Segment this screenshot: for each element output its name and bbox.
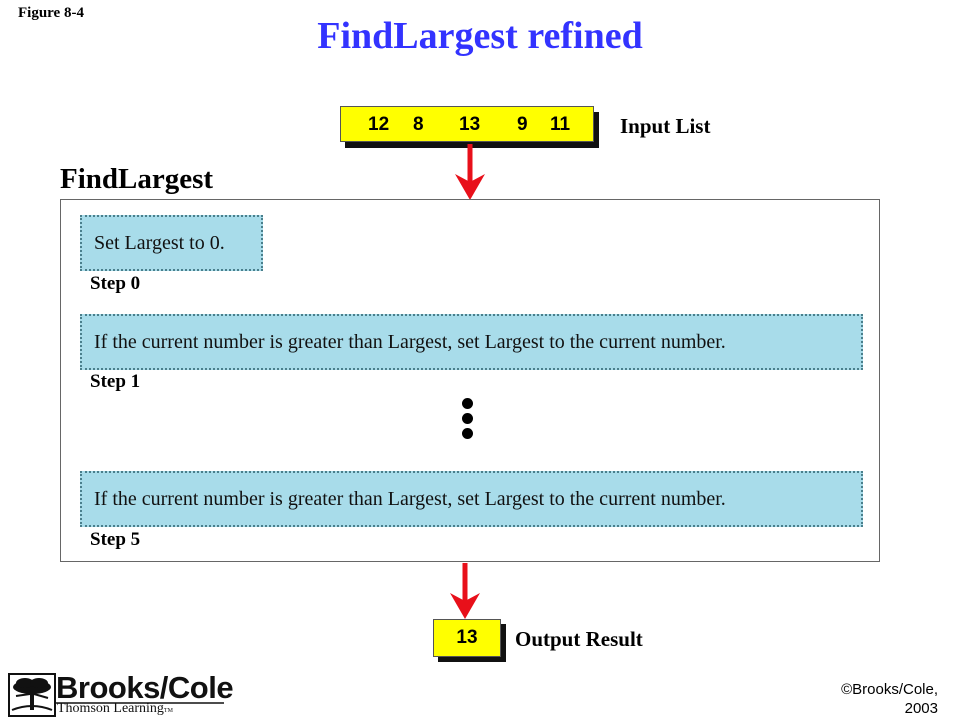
- input-number: 8: [413, 114, 424, 135]
- step-5-box: If the current number is greater than La…: [80, 471, 863, 527]
- step-0-text: Set Largest to 0.: [94, 231, 225, 254]
- step-5-label: Step 5: [90, 529, 141, 550]
- input-number: 13: [459, 114, 481, 135]
- logo-brand-text: Brooks/Cole: [56, 670, 234, 705]
- step-5-text: If the current number is greater than La…: [94, 487, 726, 510]
- output-result-box: 13: [433, 619, 501, 657]
- copyright: ©Brooks/Cole, 2003: [820, 680, 938, 718]
- copyright-line-2: 2003: [904, 700, 938, 717]
- step-1-label: Step 1: [90, 371, 141, 392]
- step-0-label: Step 0: [90, 273, 141, 294]
- ellipsis-dot-icon: [462, 413, 473, 424]
- input-arrow-icon: [455, 144, 485, 200]
- output-arrow-icon: [450, 563, 480, 619]
- input-number: 9: [517, 114, 528, 135]
- input-list-box: 12 8 13 9 11: [340, 106, 594, 142]
- algorithm-title: FindLargest: [60, 163, 214, 195]
- input-list-label: Input List: [620, 114, 711, 138]
- input-number: 11: [550, 114, 571, 135]
- ellipsis-dot-icon: [462, 428, 473, 439]
- step-0-box: Set Largest to 0.: [80, 215, 263, 271]
- input-number: 12: [368, 114, 390, 135]
- copyright-line-1: ©Brooks/Cole,: [841, 681, 938, 698]
- brooks-cole-logo: [8, 673, 224, 717]
- step-1-box: If the current number is greater than La…: [80, 314, 863, 370]
- page-title: FindLargest refined: [317, 15, 643, 57]
- logo-subtitle: Thomson LearningTM: [57, 701, 173, 717]
- figure-label: Figure 8-4: [18, 5, 84, 21]
- ellipsis-dot-icon: [462, 398, 473, 409]
- step-1-text: If the current number is greater than La…: [94, 330, 726, 353]
- logo-subtitle-text: Thomson Learning: [57, 701, 164, 716]
- output-result-label: Output Result: [515, 627, 643, 651]
- output-value: 13: [456, 627, 478, 648]
- trademark-mark: TM: [163, 708, 173, 714]
